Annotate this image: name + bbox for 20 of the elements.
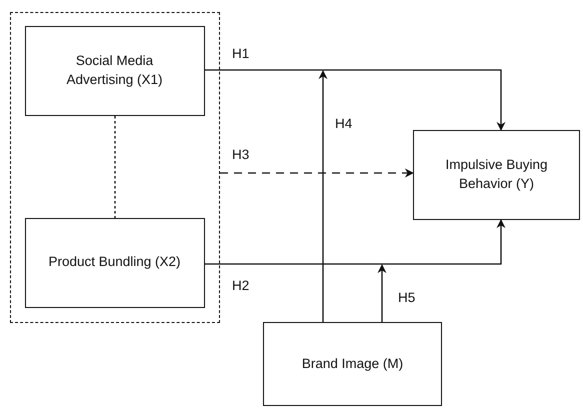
arrow: [205, 219, 506, 265]
construct-box: [24, 218, 204, 308]
arrow: [318, 70, 328, 322]
edge-label: H1: [232, 46, 250, 61]
node-label: Product Bundling (X2): [47, 253, 182, 272]
edge-label: H5: [398, 290, 416, 305]
node-label: Brand Image (M): [300, 354, 404, 373]
edge-label: H3: [232, 147, 250, 162]
edge-label: H4: [335, 116, 352, 131]
construct-box: [263, 322, 442, 406]
edge-label: H2: [232, 278, 250, 293]
arrow: [378, 264, 386, 322]
node-label: Impulsive Buying Behavior (Y): [444, 156, 549, 193]
dashed-group-box: [10, 12, 220, 323]
construct-box: [413, 130, 580, 220]
arrow: [220, 168, 414, 178]
connector-line: [114, 116, 116, 218]
arrow: [205, 69, 506, 131]
node-label: Social Media Advertising (X1): [65, 52, 164, 89]
construct-box: [24, 26, 204, 116]
